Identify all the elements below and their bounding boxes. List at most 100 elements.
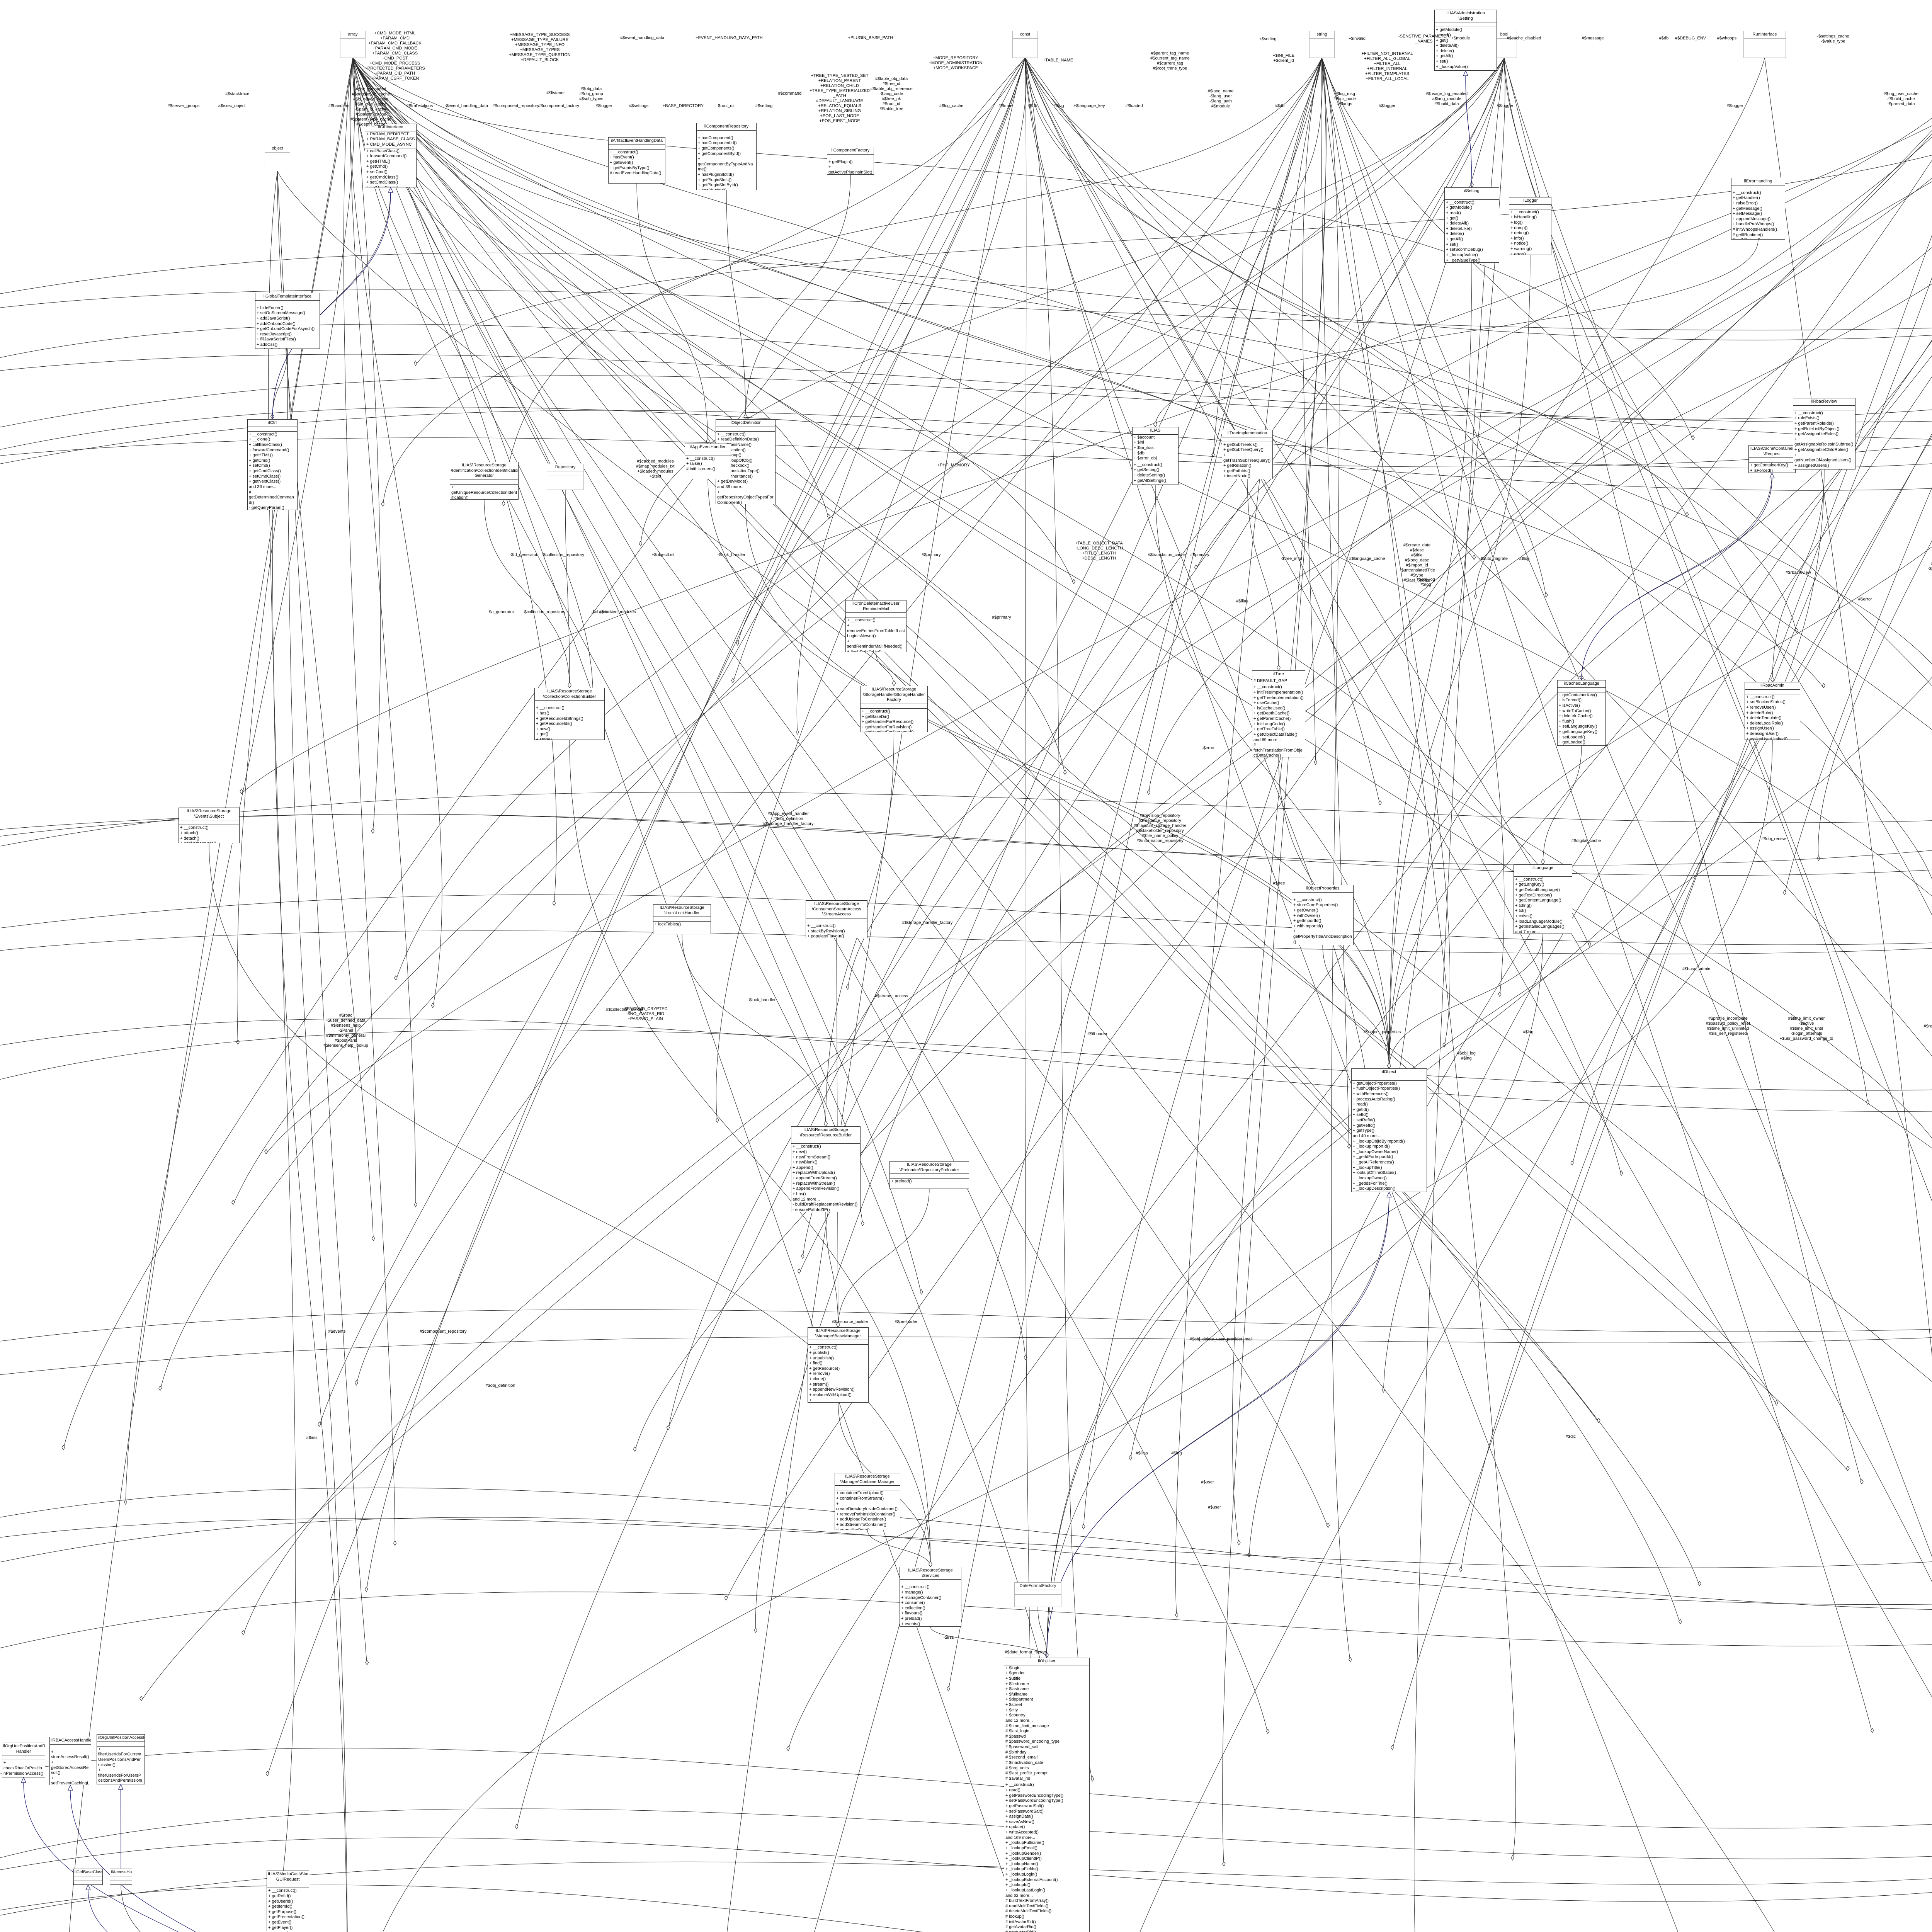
edge-label: #$digital_cache (1571, 838, 1601, 843)
uml-class-ilobjuser[interactable]: ilObjUser+ $login+ $gender+ $utitle+ $fi… (1004, 1658, 1090, 1932)
uml-class-ilias-resourcestorage-eventsubject[interactable]: ILIAS\ResourceStorage \Events\Subject + _… (179, 808, 240, 843)
uml-operation: + info() (1510, 236, 1524, 241)
uml-class-ilias-resourcestorage-services[interactable]: ILIAS\ResourceStorage \Services+ __const… (900, 1567, 961, 1627)
uml-class-ilctrlinterface[interactable]: ilCtrlInterface+ PARAM_REDIRECT+ PARAM_B… (365, 124, 417, 187)
uml-operation: + getRefId() (1353, 1123, 1376, 1128)
uml-operation: + handlePreWhoops() (1733, 222, 1774, 227)
uml-class-ilglobaltemplateinterface[interactable]: ilGlobalTemplateInterface+ hideFooter()+… (255, 293, 320, 349)
uml-class-ilias-administration-setting[interactable]: ILIAS\Administration \Setting+ getModule… (1434, 10, 1497, 71)
uml-class-ilcomponentfactory[interactable]: ilComponentFactory+ getPlugin()+ getActi… (827, 147, 874, 175)
uml-class-ilias-mediacast-standardguirequest[interactable]: ILIAS\MediaCast\Standard GUIRequest+ __c… (267, 1871, 309, 1931)
uml-operation: + getUniqueResourceCollectionIdentificat… (451, 485, 517, 500)
uml-class-ilias-resourcestorage-collectionidentificationgenerator[interactable]: ILIAS\ResourceStorage \Identification\Co… (450, 462, 519, 500)
uml-class-title: ILIAS\ResourceStorage \Events\Subject (179, 808, 239, 821)
uml-class-repository[interactable]: Repository (547, 464, 584, 490)
uml-class-ilcomponentrepository[interactable]: ilComponentRepository+ hasComponent()+ h… (696, 123, 757, 190)
uml-class-ilias-resourcestorage-lockhandler[interactable]: ILIAS\ResourceStorage \Lock\LockHandler+… (653, 904, 711, 934)
uml-operation: + _lookupOwnerName() (1353, 1149, 1398, 1154)
uml-class-object[interactable]: object (265, 145, 290, 171)
uml-class-runinterface[interactable]: RunInterface (1743, 31, 1786, 58)
uml-class-title: ilSetting (1445, 188, 1499, 195)
uml-class-illanguage[interactable]: ilLanguage+ __construct()+ getLangKey()+… (1514, 864, 1572, 934)
uml-operation: + getPlugin() (828, 159, 853, 164)
uml-class-ilsetting[interactable]: ilSetting+ __construct()+ getModule()+ r… (1444, 187, 1499, 263)
uml-operation: + assignData() (1005, 1814, 1033, 1819)
uml-class-array[interactable]: array (340, 31, 366, 58)
uml-class-ilctrlbaseclassinterface[interactable]: ilCtrlBaseClassInterface (73, 1869, 103, 1885)
uml-class-ilobjectproperties[interactable]: ilObjectProperties+ __construct()+ store… (1292, 885, 1354, 945)
uml-class-ilias-resourcestorage-collectionbuilder[interactable]: ILIAS\ResourceStorage \Collection\Collec… (534, 688, 605, 740)
uml-operation: # readMultiTextFields() (1005, 1903, 1049, 1908)
edge-label: +$INI_FILE +$client_id (1273, 53, 1294, 63)
uml-class-ilias[interactable]: ILIAS+ $account+ $ini+ $ini_ilias+ $db+ … (1132, 427, 1179, 485)
uml-class-ilappeventhandler[interactable]: ilAppEventHandler+ __construct()+ raise(… (685, 444, 731, 479)
edge-label: #$exec_object (218, 104, 246, 108)
uml-class-ilerrorhandling[interactable]: ilErrorHandling+ __construct()+ getHandl… (1731, 178, 1785, 240)
edge-label: #$log (1519, 556, 1530, 561)
uml-operation: + withOwner() (1293, 913, 1320, 918)
edge-label: +$setting (1259, 37, 1277, 41)
uml-class-ilias-resourcestorage-consumerdelivery[interactable]: ILIAS\ResourceStorage \Consumer\StreamAc… (806, 900, 867, 938)
uml-class-iltreeimplementation[interactable]: ilTreeImplementation+ getSubTreeIds()+ g… (1222, 430, 1273, 479)
uml-operation-compartment: + __construct()+ raise()# initListeners(… (685, 456, 731, 473)
uml-class-ilias-resourcestorage-repositorypreloader[interactable]: ILIAS\ResourceStorage \Preloader\Reposit… (889, 1161, 969, 1189)
uml-class-ilrbacreview[interactable]: ilRbacReview+ __construct()+ roleExists(… (1793, 398, 1855, 469)
uml-class-title: ILIAS\MediaCast\Standard GUIRequest (267, 1871, 309, 1884)
uml-attribute-compartment (1731, 185, 1785, 190)
uml-class-ilctrl[interactable]: ilCtrl+ __construct()+ __clone()+ callBa… (247, 419, 298, 510)
uml-attribute-compartment (255, 301, 320, 305)
uml-operation: + setCmdClass() (249, 474, 281, 479)
uml-operation: + appendFromRevision() (793, 1186, 840, 1191)
uml-operation: + getLangKey() (1515, 882, 1544, 887)
uml-attribute-compartment (1013, 39, 1037, 43)
uml-operation: + getCmd() (249, 458, 270, 463)
uml-operation: + manageContainer() (901, 1595, 942, 1600)
uml-operation: + appendFromStream() (793, 1176, 837, 1180)
uml-class-ilias-resourcestorage-basemanager[interactable]: ILIAS\ResourceStorage \Manager\BaseManag… (808, 1327, 869, 1403)
uml-operation: + writeToCache() (1559, 708, 1591, 713)
uml-operation: + getResourceIdStrings() (536, 716, 583, 721)
uml-class-title: ILIAS\ResourceStorage \Resource\Resource… (791, 1127, 860, 1139)
uml-operation: + isForced() (1750, 468, 1773, 473)
uml-operation: + __construct() (180, 825, 209, 830)
uml-class-ilartifacteventhandlingdata[interactable]: ilArtifactEventHandlingData+ __construct… (608, 137, 665, 184)
uml-class-ilorgunitpositionaccesshandler[interactable]: ilOrgUnitPositionAccessHandler+ filterUs… (97, 1734, 145, 1784)
uml-class-ilorgunitpositionandrbacaccesshandler[interactable]: ilOrgUnitPositionAndRBACAccess Handler+ … (2, 1743, 45, 1777)
uml-class-dateformatfactory[interactable]: DateFormatFactory (1014, 1582, 1061, 1607)
uml-class-const[interactable]: const (1012, 31, 1038, 58)
uml-operation: + setCmd() (249, 463, 270, 468)
uml-operation: + addOnLoadCode() (257, 321, 296, 326)
uml-operation: + newFromStream() (793, 1155, 831, 1160)
uml-operation: + deleteAll() (1446, 221, 1469, 226)
uml-attribute-compartment (1509, 205, 1551, 209)
uml-class-ilrbacaccesshandler[interactable]: ilRBACAccessHandler+ storeAccessResult()… (49, 1737, 91, 1785)
uml-operation: + getHandler() (1733, 196, 1760, 201)
uml-class-ilias-resourcestorage-containermanager[interactable]: ILIAS\ResourceStorage \Manager\Container… (835, 1473, 900, 1530)
uml-operation: + update() (1005, 1825, 1025, 1830)
uml-class-ilias-cache-container-request[interactable]: ILIAS\Cache\Container \Request+ getConta… (1748, 445, 1796, 473)
uml-class-iltree[interactable]: ilTree# DEFAULT_GAP+ __construct()+ init… (1252, 670, 1305, 757)
uml-class-ilobject[interactable]: ilObject+ getObjectProperties()+ flushOb… (1351, 1068, 1427, 1192)
uml-operation-compartment: + hasComponent()+ hasComponentId()+ getC… (697, 135, 756, 190)
uml-operation: + setSetting() (1134, 483, 1177, 485)
uml-class-illogger[interactable]: ilLogger+ __construct()+ isHandling()+ l… (1509, 197, 1551, 255)
uml-attribute-compartment: + PARAM_REDIRECT+ PARAM_BASE_CLASS+ CMD_… (365, 131, 416, 148)
uml-class-string[interactable]: string (1309, 31, 1335, 58)
uml-attribute: # $last_profile_prompt (1005, 1771, 1048, 1776)
edge-label: +EVENT_HANDLING_DATA_PATH (696, 36, 763, 40)
uml-class-ilias-resourcestorage-resourcebuilder[interactable]: ILIAS\ResourceStorage \Resource\Resource… (791, 1126, 861, 1212)
uml-class-title: object (265, 145, 290, 153)
uml-class-ilcrondeleteinactiveuserremindermail[interactable]: ilCronDeleteInactiveUser ReminderMail+ _… (845, 600, 906, 652)
uml-operation: + _lookupTitle() (1353, 1165, 1382, 1170)
edge-label: #$base_admin (1682, 967, 1711, 971)
uml-attribute-compartment (547, 471, 583, 476)
uml-class-ilrbacadmin[interactable]: ilRbacAdmin+ __construct()+ setBlockedSt… (1745, 682, 1800, 740)
uml-operation: + getInstalledLanguages() (1515, 924, 1565, 929)
uml-attribute: + PARAM_REDIRECT (366, 131, 409, 136)
uml-operation: + getComponentByTypeAndName() (698, 156, 753, 172)
uml-operation-compartment: + __construct()+ has()+ getResourceIdStr… (535, 705, 604, 740)
uml-class-ilaccesshandler[interactable]: ilAccessHandler (110, 1869, 132, 1885)
uml-class-ilias-resourcestorage-storagehandlerfactory[interactable]: ILIAS\ResourceStorage \StorageHandler\St… (860, 686, 928, 732)
uml-attribute-compartment (50, 1745, 91, 1749)
uml-class-ilcachedlanguage[interactable]: ilCachedLanguage+ getContainerKey()+ isF… (1557, 680, 1606, 746)
